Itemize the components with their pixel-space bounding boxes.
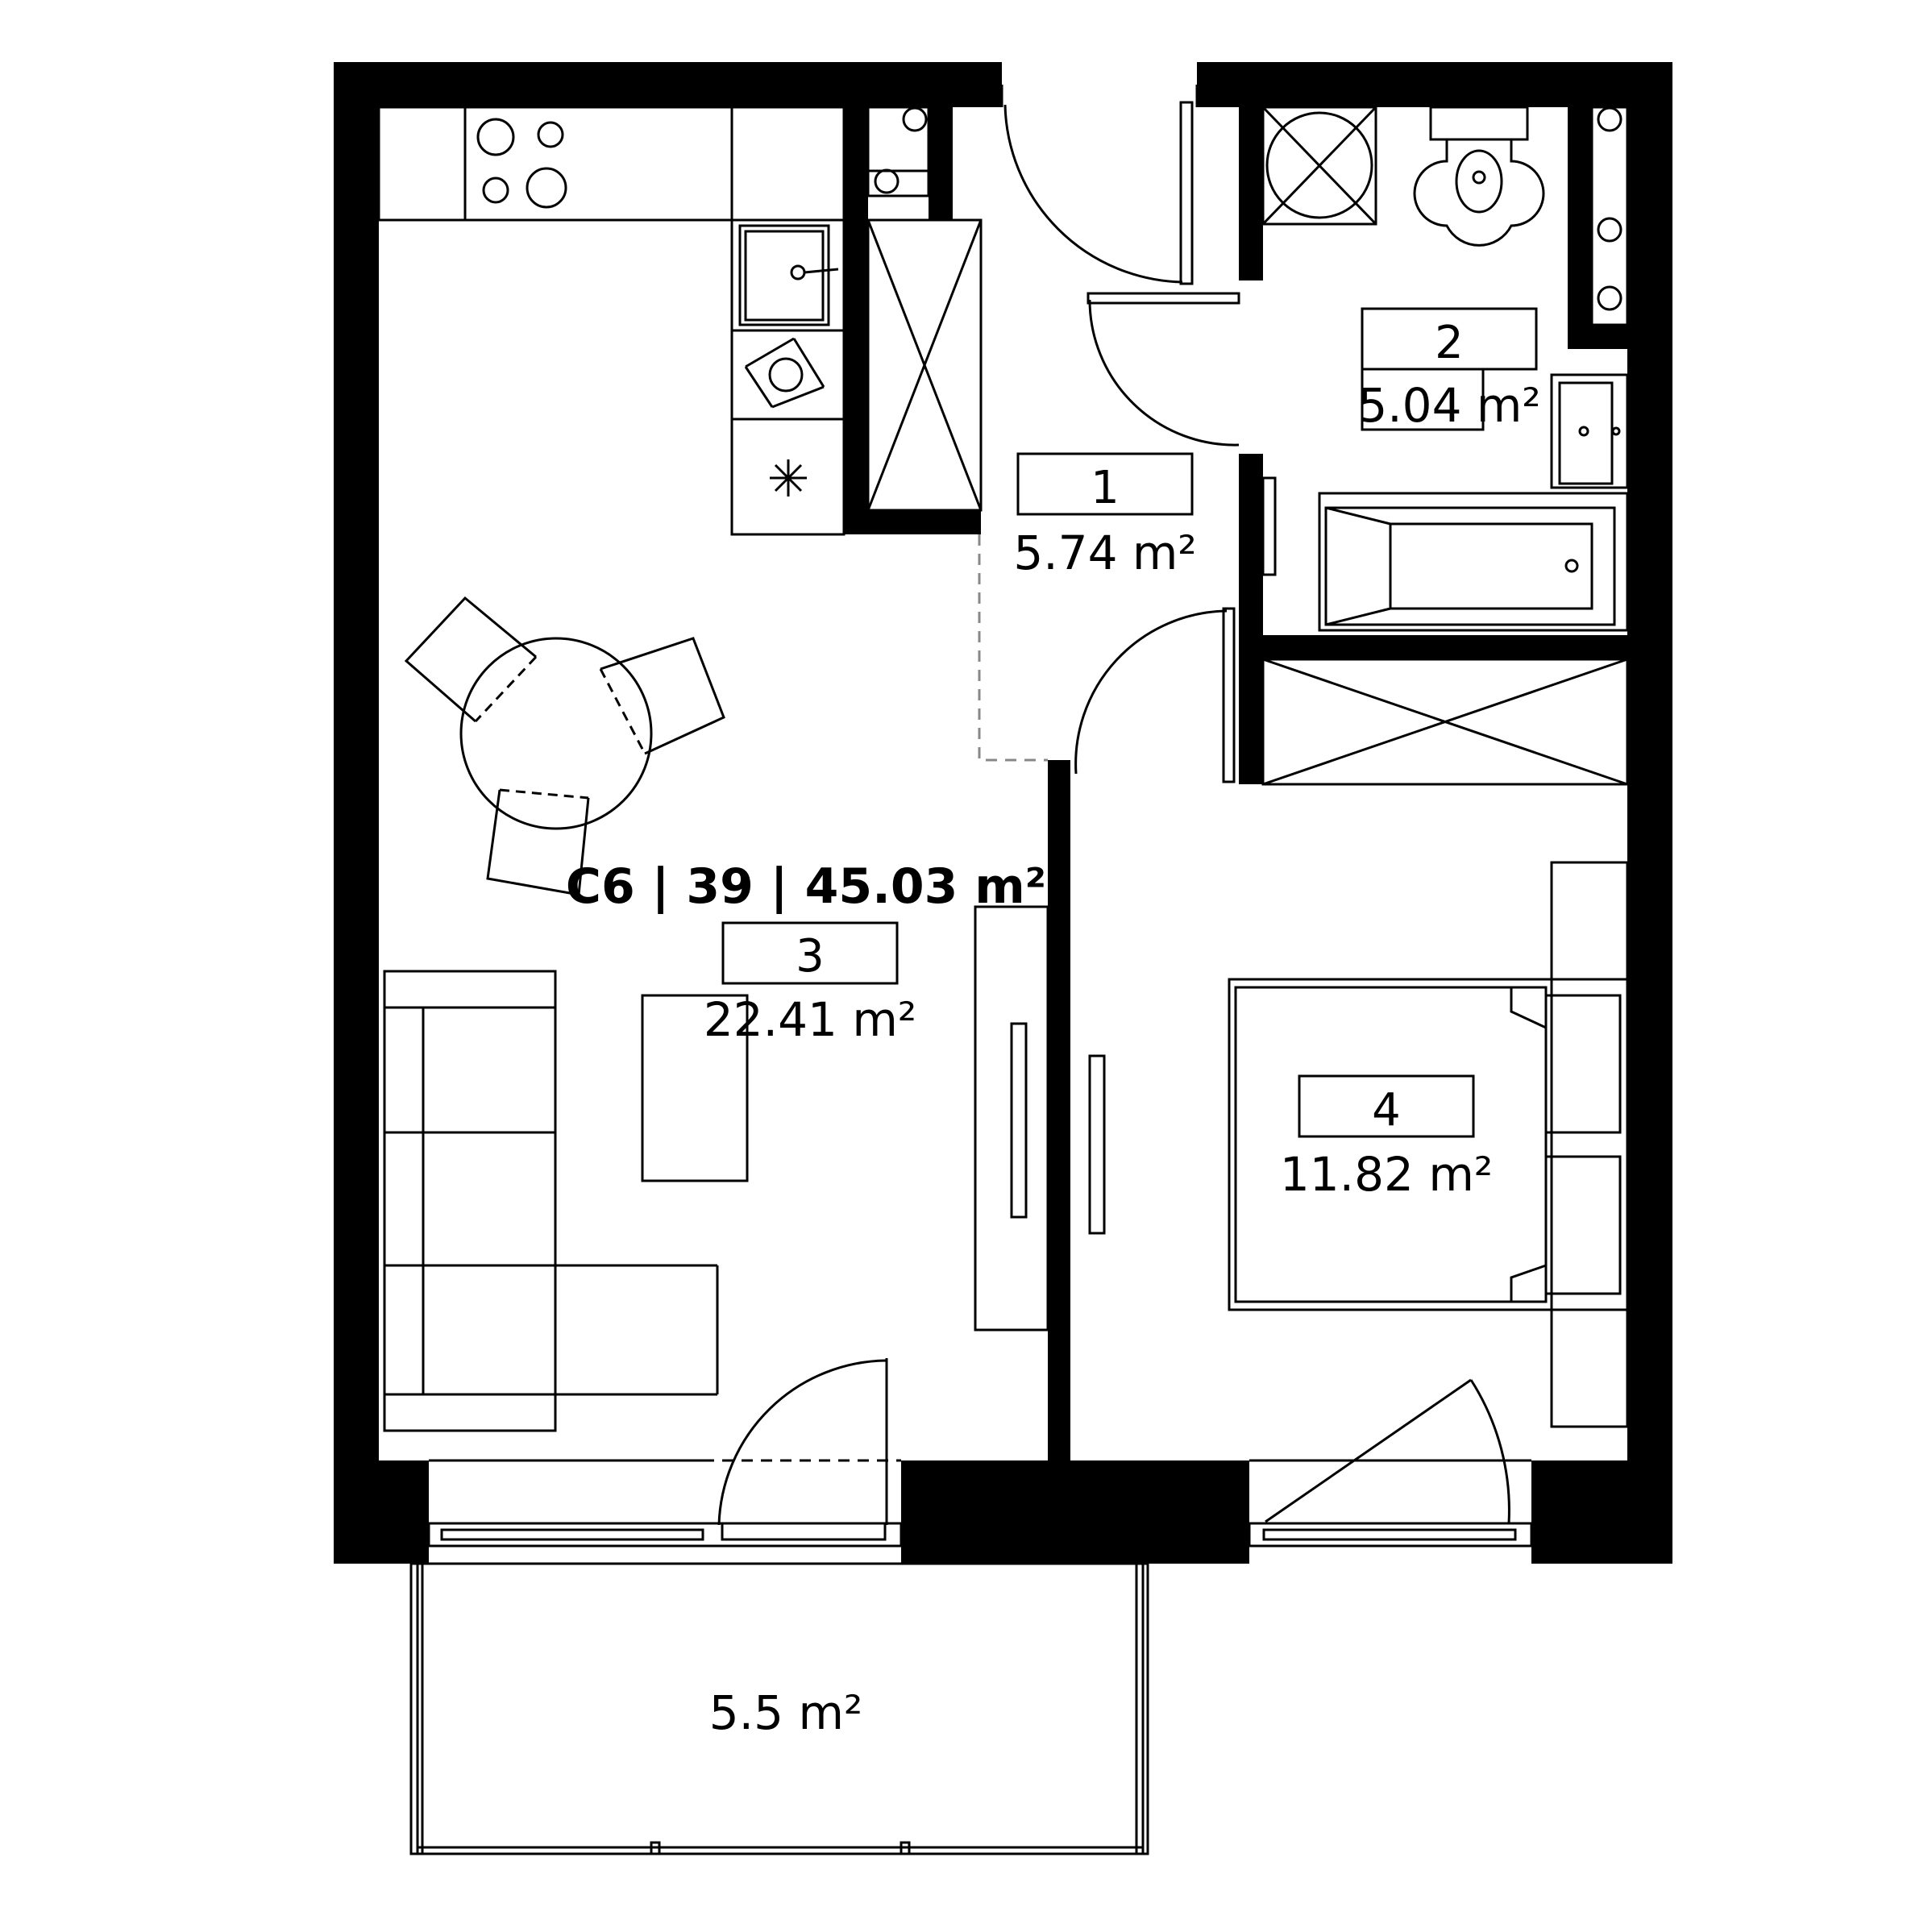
cooktop-icon (476, 118, 567, 209)
room-1-area: 5.74 m² (1013, 526, 1196, 580)
bathtub-icon (1318, 492, 1629, 632)
toilet-icon (1413, 106, 1545, 247)
room-4-box (1298, 1074, 1475, 1138)
room-2-area: 5.04 m² (1357, 378, 1540, 433)
apartment-summary: C6 | 39 | 45.03 m² (566, 858, 1046, 915)
label-boxes (721, 307, 1538, 1138)
wardrobe (1261, 658, 1629, 786)
coffee-table (641, 994, 749, 1182)
dining-set (404, 596, 725, 896)
balcony (409, 1562, 1149, 1855)
room-2-number: 2 (1435, 317, 1464, 369)
room-4-number: 4 (1372, 1084, 1401, 1136)
chair (600, 637, 725, 755)
labels: 1 5.74 m² 2 5.04 m² C6 | 39 | 45.03 m² 3… (566, 317, 1541, 1740)
room-3-box (721, 921, 899, 985)
bed (1228, 978, 1629, 1311)
wardrobe (866, 218, 983, 512)
chair (486, 789, 590, 896)
windows (427, 1459, 1533, 1548)
room-1-box (1016, 452, 1194, 516)
living-furniture (383, 905, 1106, 1432)
room-1-number: 1 (1091, 462, 1120, 514)
bedroom (1228, 658, 1629, 1428)
fridge-icon (770, 459, 807, 497)
walls (334, 62, 1672, 1564)
room-2-box (1361, 307, 1538, 371)
bedside-cabinets (1550, 861, 1629, 1428)
doors (703, 85, 1510, 1526)
kitchen (377, 106, 983, 536)
dishwasher-icon (744, 337, 825, 409)
chair (404, 596, 537, 723)
room-3-number: 3 (796, 930, 825, 983)
sink-icon (1550, 373, 1629, 489)
room-3-area: 22.41 m² (704, 992, 916, 1047)
dining-table (459, 637, 653, 830)
sink-icon (738, 224, 839, 326)
sofa (383, 970, 719, 1432)
washer-icon (1261, 106, 1377, 226)
balcony-area: 5.5 m² (709, 1685, 862, 1740)
tv-stand (974, 905, 1106, 1332)
room-4-area: 11.82 m² (1280, 1147, 1493, 1202)
